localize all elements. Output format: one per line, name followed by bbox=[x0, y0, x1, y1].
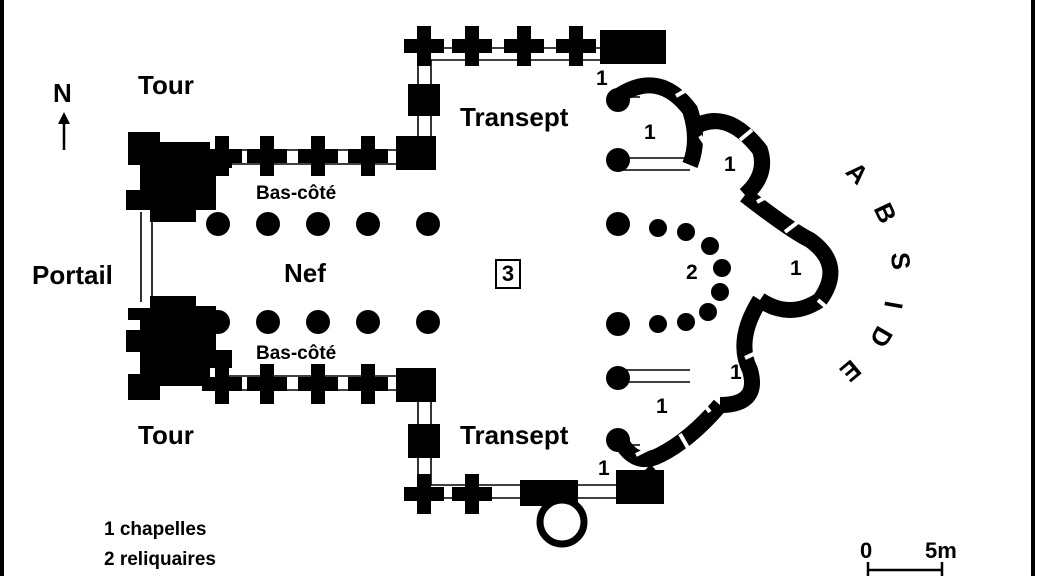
buttress bbox=[348, 136, 388, 176]
chapel-marker: 1 bbox=[656, 395, 668, 418]
block-piers bbox=[396, 30, 666, 506]
transept-bottom-label: Transept bbox=[460, 420, 569, 450]
stair-turret bbox=[536, 496, 588, 548]
reliquary-dot bbox=[677, 313, 695, 331]
buttress bbox=[504, 26, 544, 66]
chapel-marker: 1 bbox=[724, 153, 736, 176]
pillar bbox=[606, 148, 630, 172]
pillar bbox=[356, 212, 380, 236]
pillar bbox=[416, 212, 440, 236]
transept-top-label: Transept bbox=[460, 102, 569, 132]
aisle-bottom-label: Bas-côté bbox=[256, 343, 337, 364]
reliquary-dot bbox=[699, 303, 717, 321]
buttress bbox=[298, 364, 338, 404]
chapel-marker: 1 bbox=[790, 257, 802, 280]
pillar bbox=[306, 212, 330, 236]
buttress bbox=[404, 474, 444, 514]
pillar bbox=[606, 212, 630, 236]
chapel-marker: 1 bbox=[644, 121, 656, 144]
chapel-marker: 1 bbox=[598, 457, 610, 480]
north-arrow-icon bbox=[58, 112, 70, 150]
buttress bbox=[452, 474, 492, 514]
pillar bbox=[256, 212, 280, 236]
pillar bbox=[606, 312, 630, 336]
reliquary-dot bbox=[701, 237, 719, 255]
reliquary-dot bbox=[677, 223, 695, 241]
buttress bbox=[202, 136, 242, 176]
pillar bbox=[606, 428, 630, 452]
buttress bbox=[452, 26, 492, 66]
buttress bbox=[404, 26, 444, 66]
chapel-marker: 1 bbox=[596, 67, 608, 90]
scale-bar bbox=[866, 562, 944, 576]
reliquary-dot bbox=[711, 283, 729, 301]
tower-top-label: Tour bbox=[138, 70, 194, 100]
buttress bbox=[247, 364, 287, 404]
buttresses bbox=[202, 26, 596, 514]
reliquary-marker: 2 bbox=[686, 261, 698, 284]
tower-bottom-label: Tour bbox=[138, 420, 194, 450]
pillar bbox=[606, 366, 630, 390]
pillars bbox=[206, 88, 630, 452]
reliquary-dot bbox=[713, 259, 731, 277]
reliquary-dots bbox=[649, 219, 731, 333]
buttress bbox=[556, 26, 596, 66]
legend-chapelles: 1 chapelles bbox=[104, 519, 207, 540]
aisle-top-label: Bas-côté bbox=[256, 183, 337, 204]
apse-walls bbox=[612, 77, 839, 491]
pillar bbox=[306, 310, 330, 334]
portal-label: Portail bbox=[32, 260, 113, 290]
pillar bbox=[356, 310, 380, 334]
pillar bbox=[416, 310, 440, 334]
buttress bbox=[202, 364, 242, 404]
reliquary-dot bbox=[649, 315, 667, 333]
scale-start-label: 0 bbox=[860, 538, 873, 563]
pillar bbox=[206, 212, 230, 236]
apse-letter: S bbox=[884, 251, 917, 271]
scale-end-label: 5m bbox=[925, 538, 957, 563]
buttress bbox=[348, 364, 388, 404]
pillar bbox=[606, 88, 630, 112]
buttress bbox=[298, 136, 338, 176]
choir-marker-box: 3 bbox=[495, 259, 521, 289]
pillar bbox=[256, 310, 280, 334]
buttress bbox=[247, 136, 287, 176]
reliquary-dot bbox=[649, 219, 667, 237]
chapel-marker: 1 bbox=[730, 361, 742, 384]
nave-label: Nef bbox=[284, 258, 326, 288]
north-label: N bbox=[53, 78, 72, 108]
legend-reliquaires: 2 reliquaires bbox=[104, 549, 216, 570]
pillar bbox=[206, 310, 230, 334]
